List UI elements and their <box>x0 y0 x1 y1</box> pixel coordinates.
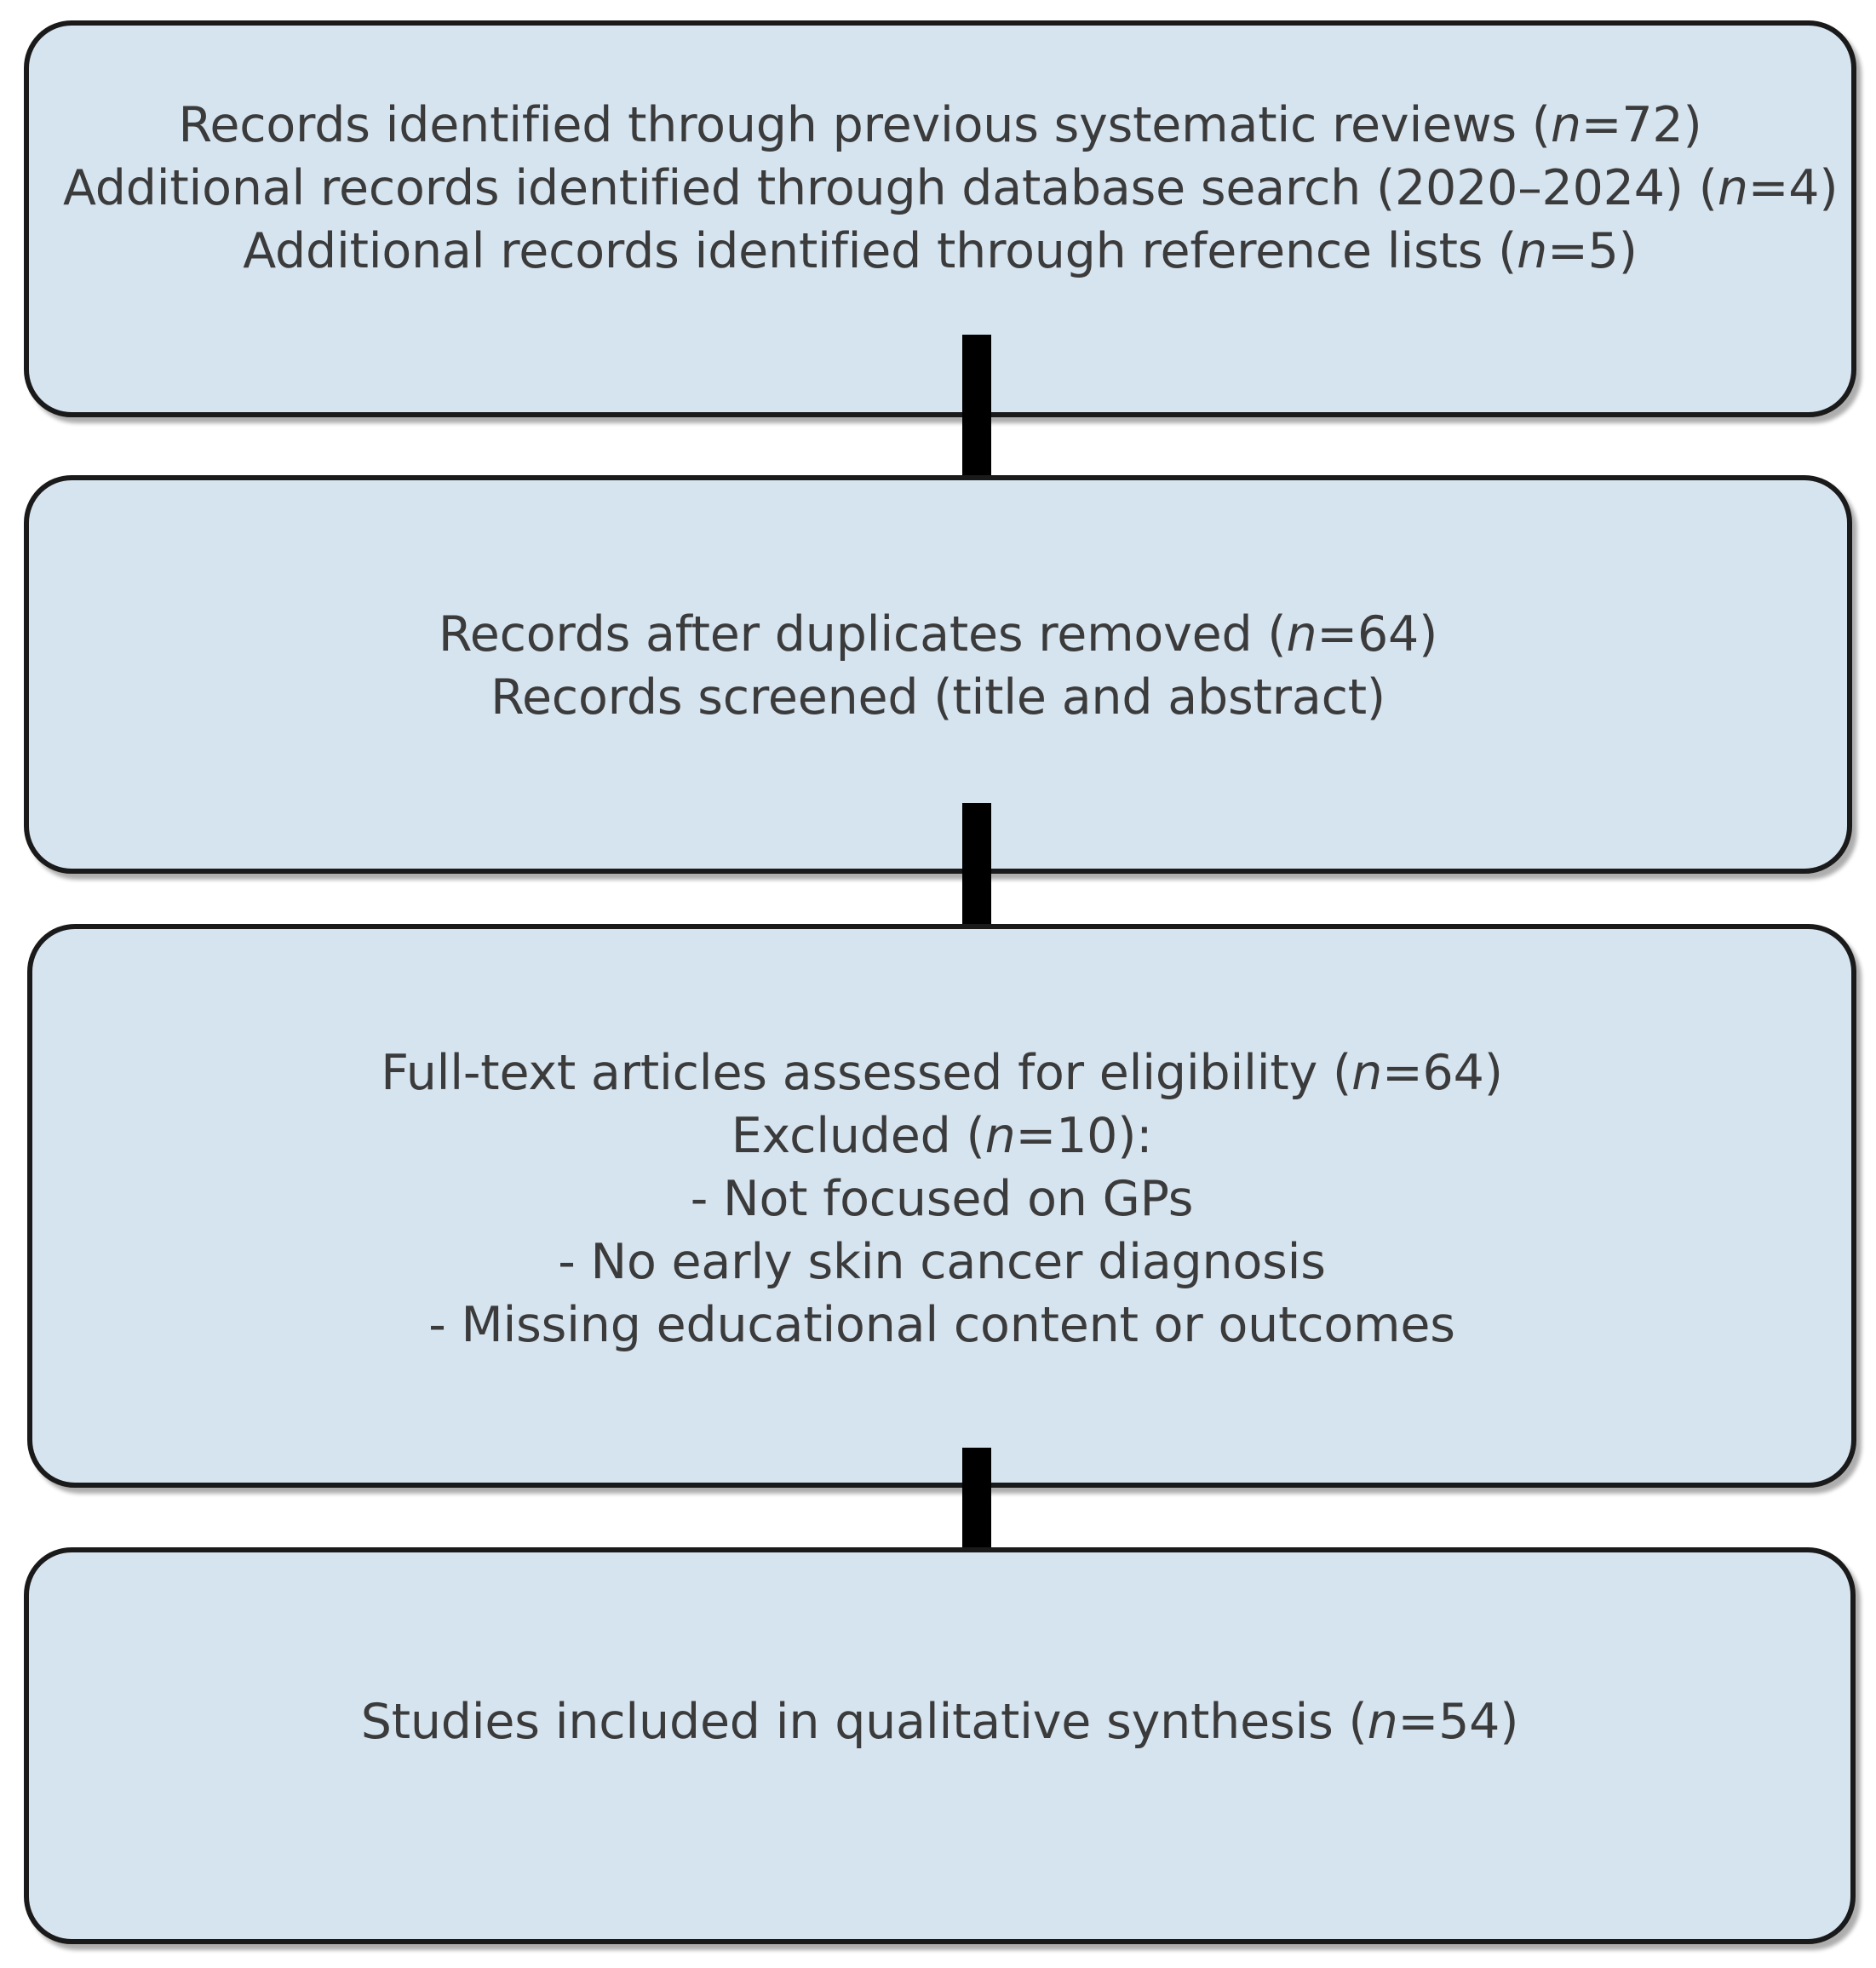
eligibility-exclusion-3: - Missing educational content or outcome… <box>428 1297 1455 1354</box>
eligibility-line-1: Full-text articles assessed for eligibil… <box>381 1044 1503 1101</box>
italic-n: n <box>1367 1693 1398 1750</box>
eligibility-exclusion-2: - No early skin cancer diagnosis <box>558 1234 1326 1291</box>
flow-box-included: Studies included in qualitative synthesi… <box>24 1547 1856 1944</box>
identification-text: Records identified through previous syst… <box>29 94 1851 283</box>
screening-text: Records after duplicates removed (n=64) … <box>29 603 1847 729</box>
identification-line-2: Additional records identified through da… <box>63 159 1839 216</box>
flow-box-eligibility: Full-text articles assessed for eligibil… <box>27 924 1856 1488</box>
screening-line-1: Records after duplicates removed (n=64) <box>438 605 1438 663</box>
included-line-1: Studies included in qualitative synthesi… <box>360 1693 1519 1750</box>
included-text: Studies included in qualitative synthesi… <box>29 1690 1850 1753</box>
identification-line-1: Records identified through previous syst… <box>178 96 1702 153</box>
flow-box-screening: Records after duplicates removed (n=64) … <box>24 475 1852 874</box>
italic-n: n <box>1550 96 1581 153</box>
italic-n: n <box>1717 159 1748 216</box>
eligibility-line-2: Excluded (n=10): <box>731 1107 1153 1164</box>
screening-line-2: Records screened (title and abstract) <box>491 669 1385 726</box>
italic-n: n <box>1286 605 1317 663</box>
italic-n: n <box>1351 1044 1382 1101</box>
italic-n: n <box>1517 223 1548 280</box>
eligibility-text: Full-text articles assessed for eligibil… <box>32 1041 1851 1357</box>
italic-n: n <box>984 1107 1016 1164</box>
identification-line-3: Additional records identified through re… <box>243 223 1638 280</box>
eligibility-exclusion-1: - Not focused on GPs <box>690 1170 1194 1227</box>
flow-box-identification: Records identified through previous syst… <box>24 20 1856 417</box>
